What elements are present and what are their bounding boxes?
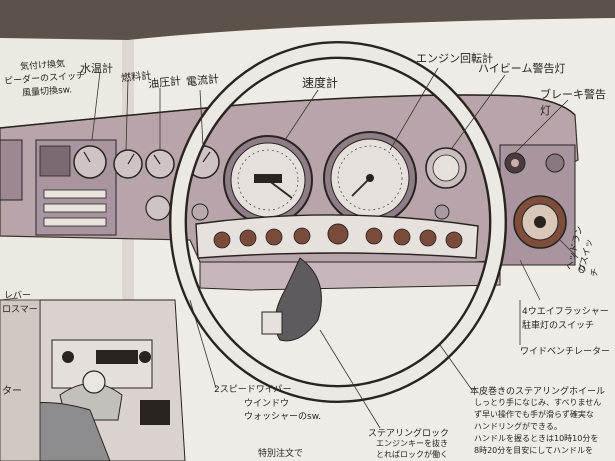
label-speedometer: 速度計 bbox=[302, 76, 339, 90]
label-water-temp: 水温計 bbox=[80, 62, 113, 75]
label-wheel-desc-3: ハンドリングができる。 bbox=[474, 422, 562, 431]
label-wheel-desc-2: ず早い操作でも手が滑らず確実な bbox=[474, 410, 594, 419]
label-tachometer: エンジン回転計 bbox=[416, 52, 493, 65]
label-flasher-1: 4ウエイフラッシャー bbox=[522, 307, 609, 317]
label-wiper-2: ウインドウ bbox=[244, 399, 290, 409]
door-panel bbox=[0, 299, 41, 461]
label-steering-lock-3: とればロックが働く bbox=[376, 450, 448, 459]
slider-row-2 bbox=[43, 203, 107, 213]
label-special-1: 特別注文で bbox=[258, 449, 304, 459]
ignition-lock bbox=[261, 311, 283, 335]
label-wiper-1: 2スピードワイパー bbox=[214, 385, 292, 395]
label-high-beam: ハイビーム警告灯 bbox=[478, 62, 566, 75]
shift-knob bbox=[82, 370, 106, 394]
dashboard-rim bbox=[0, 94, 576, 129]
label-steering-lock-2: エンジンキーを抜き bbox=[376, 439, 448, 448]
label-wiper-3: ウォッシャーのsw. bbox=[244, 412, 322, 422]
radio-display bbox=[96, 350, 138, 364]
steering-wheel bbox=[169, 41, 507, 403]
ashtray bbox=[140, 400, 170, 425]
label-left-mid-1: レバー bbox=[4, 291, 32, 301]
headlamp-switch bbox=[513, 195, 567, 249]
label-steering-lock-1: ステアリングロック bbox=[368, 429, 450, 439]
label-left-top-3: 風量切換sw. bbox=[21, 85, 73, 99]
right-gauge bbox=[425, 147, 467, 189]
wiper-knob bbox=[545, 153, 565, 173]
tachometer-dial bbox=[323, 131, 417, 225]
left-vent bbox=[0, 139, 23, 201]
label-left-mid-2: ロスマー bbox=[2, 305, 38, 315]
fuel-gauge bbox=[113, 149, 143, 179]
slider-row-3 bbox=[43, 217, 107, 227]
label-wheel-desc-4: ハンドルを握るときは10時10分を bbox=[474, 434, 599, 443]
label-flasher-2: 駐車灯のスイッチ bbox=[522, 321, 595, 331]
label-wheel-desc-5: 8時20分を目安にしてハンドルを bbox=[474, 446, 594, 455]
heater-control bbox=[39, 145, 71, 177]
slider-row-1 bbox=[43, 189, 107, 199]
radio-knob-left bbox=[62, 351, 74, 363]
radio-knob-right bbox=[139, 351, 151, 363]
lower-dash bbox=[199, 261, 501, 291]
label-wheel-title: 本皮巻きのステアリングホイール bbox=[470, 387, 606, 397]
label-wheel-desc-1: しっとり手になじみ、すべりません bbox=[474, 398, 602, 407]
label-brake-warning: ブレーキ警告灯 bbox=[540, 88, 606, 117]
small-knob bbox=[191, 203, 209, 221]
water-temp-gauge bbox=[73, 145, 107, 179]
warning-lamp bbox=[434, 204, 450, 220]
speedometer-dial bbox=[223, 135, 313, 225]
label-left-mid-3: ター bbox=[2, 386, 22, 397]
label-wide-vent: ワイドベンチレーター bbox=[520, 347, 611, 357]
label-oil-pressure: 油圧計 bbox=[147, 74, 182, 91]
horn-bar bbox=[195, 214, 479, 259]
oil-pressure-gauge bbox=[145, 149, 175, 179]
label-ammeter: 電流計 bbox=[185, 72, 220, 89]
